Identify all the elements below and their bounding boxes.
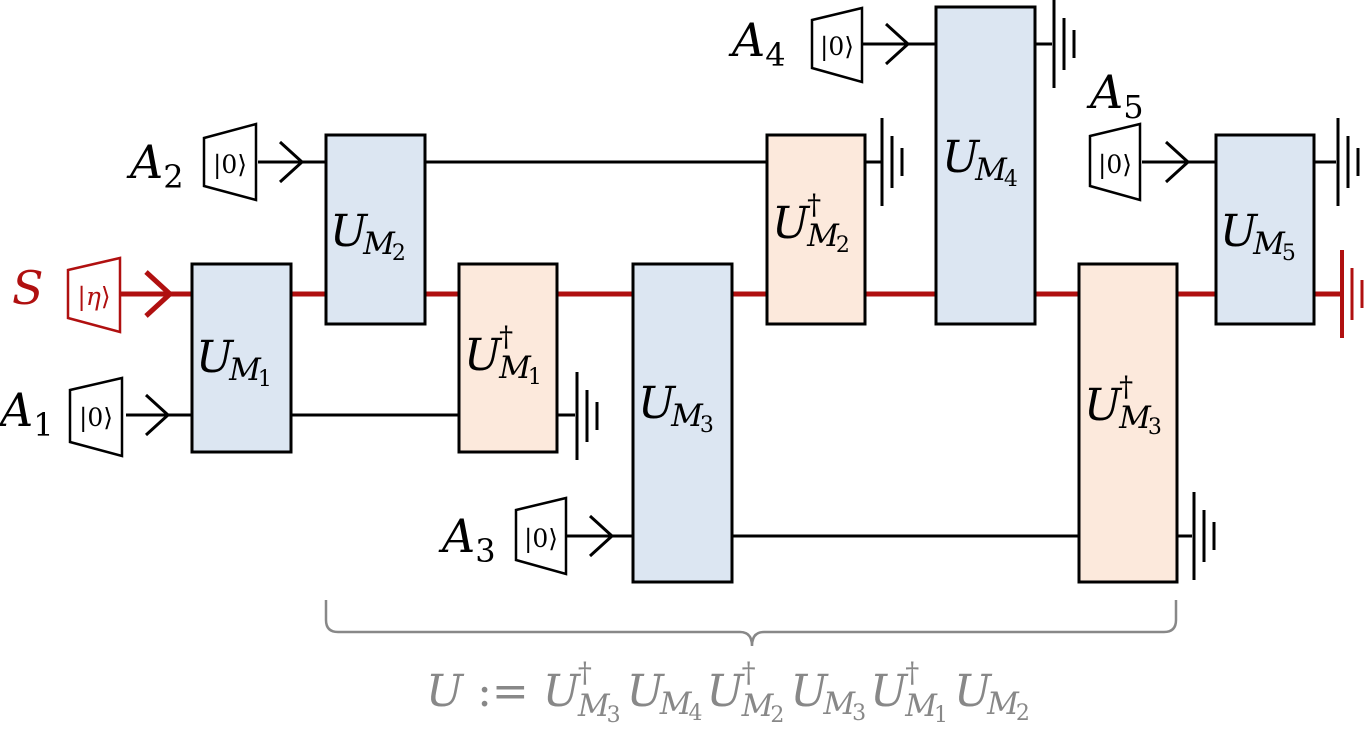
label-a1: A1 bbox=[0, 383, 54, 444]
prep-a1-state: 0 bbox=[87, 403, 103, 432]
prep-a4-state: 0 bbox=[828, 32, 844, 61]
gate-um2: UM2 bbox=[324, 133, 427, 326]
prep-s: |η⟩ bbox=[66, 256, 122, 334]
discards bbox=[575, 0, 1364, 580]
label-a4: A4 bbox=[728, 13, 786, 74]
arrow-a3 bbox=[588, 514, 615, 558]
gate-um1-dagger: U†M1 bbox=[457, 262, 559, 454]
arrow-s bbox=[144, 270, 174, 318]
discard-a1 bbox=[575, 372, 599, 460]
gate-um1: UM1 bbox=[190, 262, 293, 454]
input-arrows bbox=[144, 22, 1191, 558]
gate-um3: UM3 bbox=[631, 262, 734, 584]
prep-a4: |0⟩ bbox=[810, 6, 864, 84]
svg-text:|0⟩: |0⟩ bbox=[524, 524, 558, 554]
brace bbox=[324, 600, 1178, 647]
svg-text:UM3: UM3 bbox=[638, 378, 714, 438]
arrow-a1 bbox=[144, 393, 171, 437]
register-labels: S A1 A2 A3 A4 A5 bbox=[0, 13, 1144, 570]
gate-um5: UM5 bbox=[1214, 133, 1316, 326]
gate-um4: UM4 bbox=[934, 5, 1037, 326]
preparations: |η⟩ |0⟩ |0⟩ |0⟩ |0⟩ |0⟩ bbox=[66, 6, 1142, 576]
arrow-a5 bbox=[1164, 140, 1191, 184]
prep-a5: |0⟩ bbox=[1088, 122, 1142, 202]
svg-text:U†M2: U†M2 bbox=[772, 188, 850, 258]
prep-a2: |0⟩ bbox=[202, 122, 258, 202]
discard-a2 bbox=[880, 118, 904, 206]
prep-a3: |0⟩ bbox=[514, 496, 568, 576]
discard-a5 bbox=[1336, 118, 1360, 206]
discard-a4 bbox=[1052, 0, 1076, 88]
svg-text:|η⟩: |η⟩ bbox=[77, 282, 110, 312]
discard-a3 bbox=[1192, 492, 1216, 580]
svg-text:UM2: UM2 bbox=[330, 206, 406, 266]
svg-text:U†M3: U†M3 bbox=[1084, 370, 1162, 440]
prep-a5-state: 0 bbox=[1106, 150, 1122, 179]
label-s: S bbox=[12, 261, 44, 315]
formula-def: := bbox=[477, 666, 529, 717]
svg-text:|0⟩: |0⟩ bbox=[1098, 150, 1132, 180]
discard-s bbox=[1340, 250, 1364, 338]
label-a2: A2 bbox=[126, 135, 184, 196]
arrow-a4 bbox=[884, 22, 911, 66]
prep-a1: |0⟩ bbox=[68, 376, 124, 458]
arrow-a2 bbox=[278, 140, 305, 184]
prep-s-state: η bbox=[86, 282, 101, 311]
svg-text:UM5: UM5 bbox=[1220, 206, 1296, 266]
svg-text:UM1: UM1 bbox=[196, 332, 272, 392]
svg-text:|0⟩: |0⟩ bbox=[820, 32, 854, 62]
gate-um3-dagger: U†M3 bbox=[1077, 262, 1179, 584]
svg-text:U†M1: U†M1 bbox=[464, 320, 542, 390]
label-a3: A3 bbox=[438, 509, 496, 570]
svg-text:|0⟩: |0⟩ bbox=[213, 150, 247, 180]
formula-lhs: U bbox=[426, 666, 465, 717]
prep-a2-state: 0 bbox=[221, 150, 237, 179]
gate-um2-dagger: U†M2 bbox=[765, 133, 867, 326]
svg-text:|0⟩: |0⟩ bbox=[79, 403, 113, 433]
gates: UM1 UM2 U†M1 UM3 U†M2 UM4 U†M3 UM5 bbox=[190, 5, 1316, 584]
prep-a3-state: 0 bbox=[532, 524, 548, 553]
svg-text:UM4: UM4 bbox=[942, 132, 1018, 192]
label-a5: A5 bbox=[1086, 65, 1144, 126]
